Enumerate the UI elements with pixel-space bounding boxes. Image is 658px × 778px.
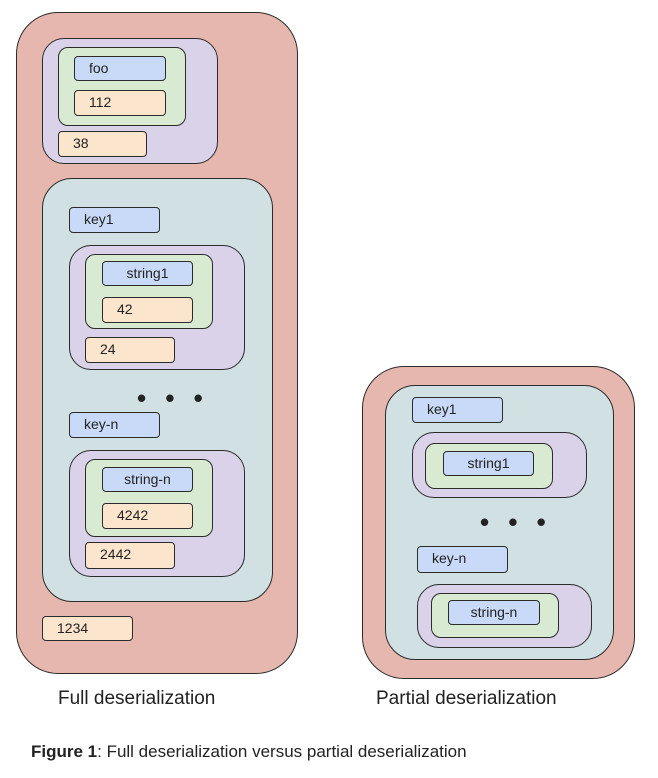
- full-foo-label: foo: [74, 56, 166, 81]
- full-value1: 42: [102, 297, 193, 323]
- partial-string1: string1: [443, 451, 534, 476]
- full-keyn: key-n: [69, 412, 160, 438]
- figure-label: Figure 1: [31, 742, 98, 761]
- partial-keyn: key-n: [417, 546, 508, 573]
- full-size1: 24: [85, 337, 175, 363]
- partial-stringn: string-n: [448, 600, 540, 625]
- full-key1: key1: [69, 207, 160, 233]
- full-sizen: 2442: [85, 542, 175, 569]
- full-stringn: string-n: [102, 467, 193, 492]
- full-string1: string1: [102, 261, 193, 286]
- full-ellipsis: • • •: [137, 383, 209, 413]
- figure-caption: Figure 1: Full deserialization versus pa…: [31, 742, 467, 762]
- partial-caption: Partial deserialization: [376, 688, 557, 709]
- partial-key1: key1: [412, 397, 503, 423]
- full-valuen: 4242: [102, 503, 193, 529]
- full-total-size: 1234: [42, 616, 133, 641]
- full-foo-value: 112: [74, 90, 166, 116]
- partial-ellipsis: • • •: [480, 507, 552, 537]
- full-foo-size: 38: [58, 131, 147, 157]
- full-caption: Full deserialization: [58, 688, 216, 709]
- figure-text: : Full deserialization versus partial de…: [97, 742, 467, 761]
